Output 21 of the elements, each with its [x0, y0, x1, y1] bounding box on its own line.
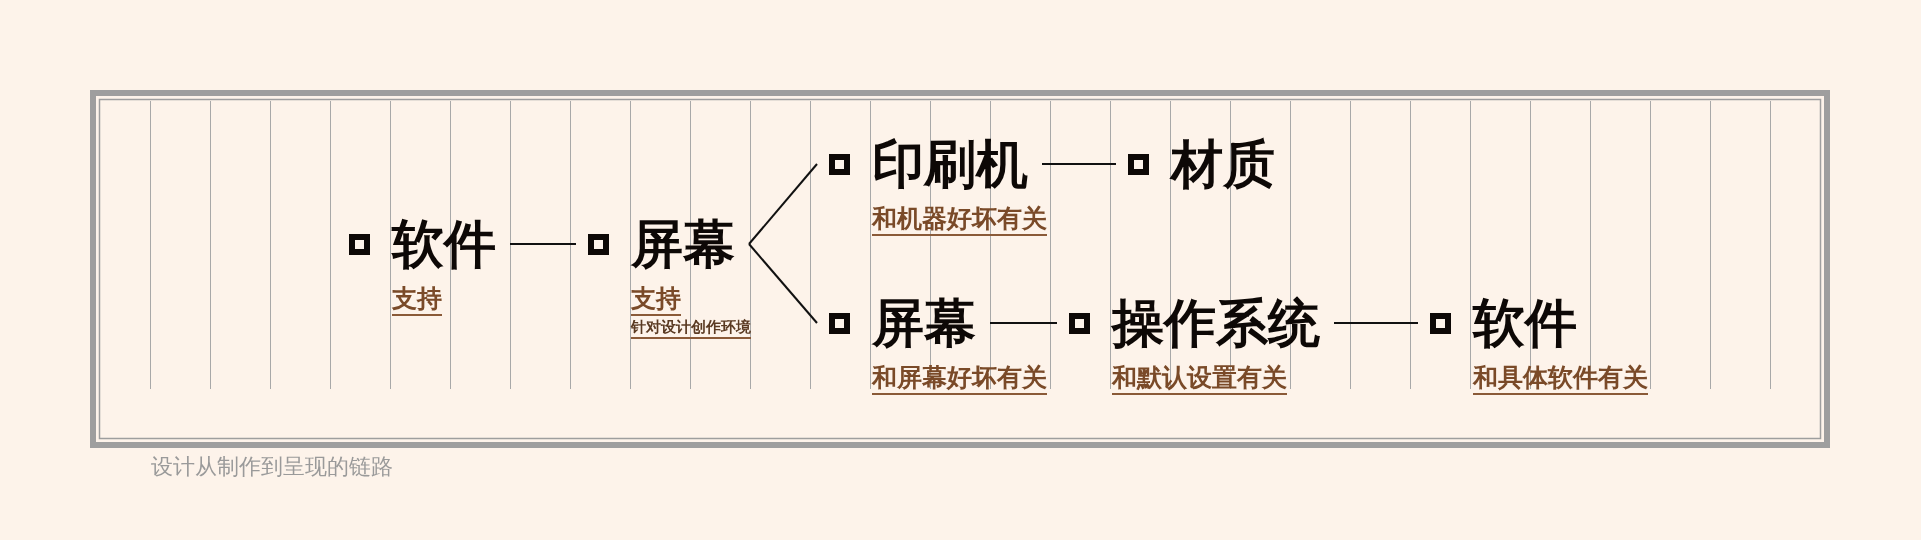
- node-title: 操作系统: [1112, 293, 1320, 353]
- node-title: 软件: [1473, 293, 1577, 353]
- connector-line: [1041, 163, 1117, 165]
- connector-line: [509, 243, 577, 245]
- connector-line: [989, 322, 1058, 324]
- node-title: 软件: [392, 214, 496, 274]
- node-note: 和默认设置有关: [1112, 363, 1287, 395]
- node-note: 支持: [631, 284, 681, 316]
- node-title: 屏幕: [872, 293, 976, 353]
- node-note: 支持: [392, 284, 442, 316]
- caption: 设计从制作到呈现的链路: [151, 453, 393, 481]
- connector-line: [748, 163, 818, 245]
- connector-line: [748, 243, 818, 324]
- node-note: 和屏幕好坏有关: [872, 363, 1047, 395]
- connector-line: [1333, 322, 1419, 324]
- node-note: 和机器好坏有关: [872, 204, 1047, 236]
- node-note: 针对设计创作环境: [631, 318, 751, 339]
- node-title: 屏幕: [631, 214, 735, 274]
- node-title: 材质: [1171, 134, 1275, 194]
- node-note: 和具体软件有关: [1473, 363, 1648, 395]
- node-title: 印刷机: [872, 134, 1028, 194]
